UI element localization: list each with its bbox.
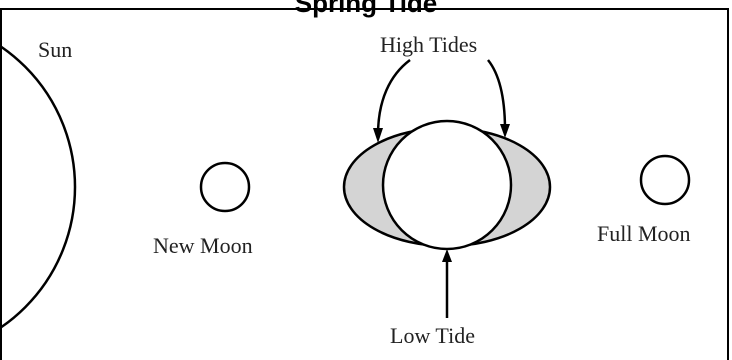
earth-shape — [381, 119, 513, 251]
full-moon-label: Full Moon — [597, 221, 691, 246]
sun-shape — [2, 45, 77, 329]
new-moon-shape — [199, 161, 251, 213]
low-tide-arrowhead — [442, 249, 452, 262]
diagram-frame — [0, 8, 729, 360]
high-tide-arrowhead-left — [373, 128, 383, 143]
high-tide-arrow-left — [376, 59, 411, 136]
high-tide-arrow-right — [487, 59, 507, 131]
sun-label: Sun — [38, 37, 72, 62]
high-tide-arrowhead-right — [500, 124, 510, 138]
new-moon-label: New Moon — [153, 233, 253, 258]
high-tides-label: High Tides — [380, 32, 477, 57]
full-moon-shape — [639, 154, 691, 206]
low-tide-label: Low Tide — [390, 323, 475, 348]
